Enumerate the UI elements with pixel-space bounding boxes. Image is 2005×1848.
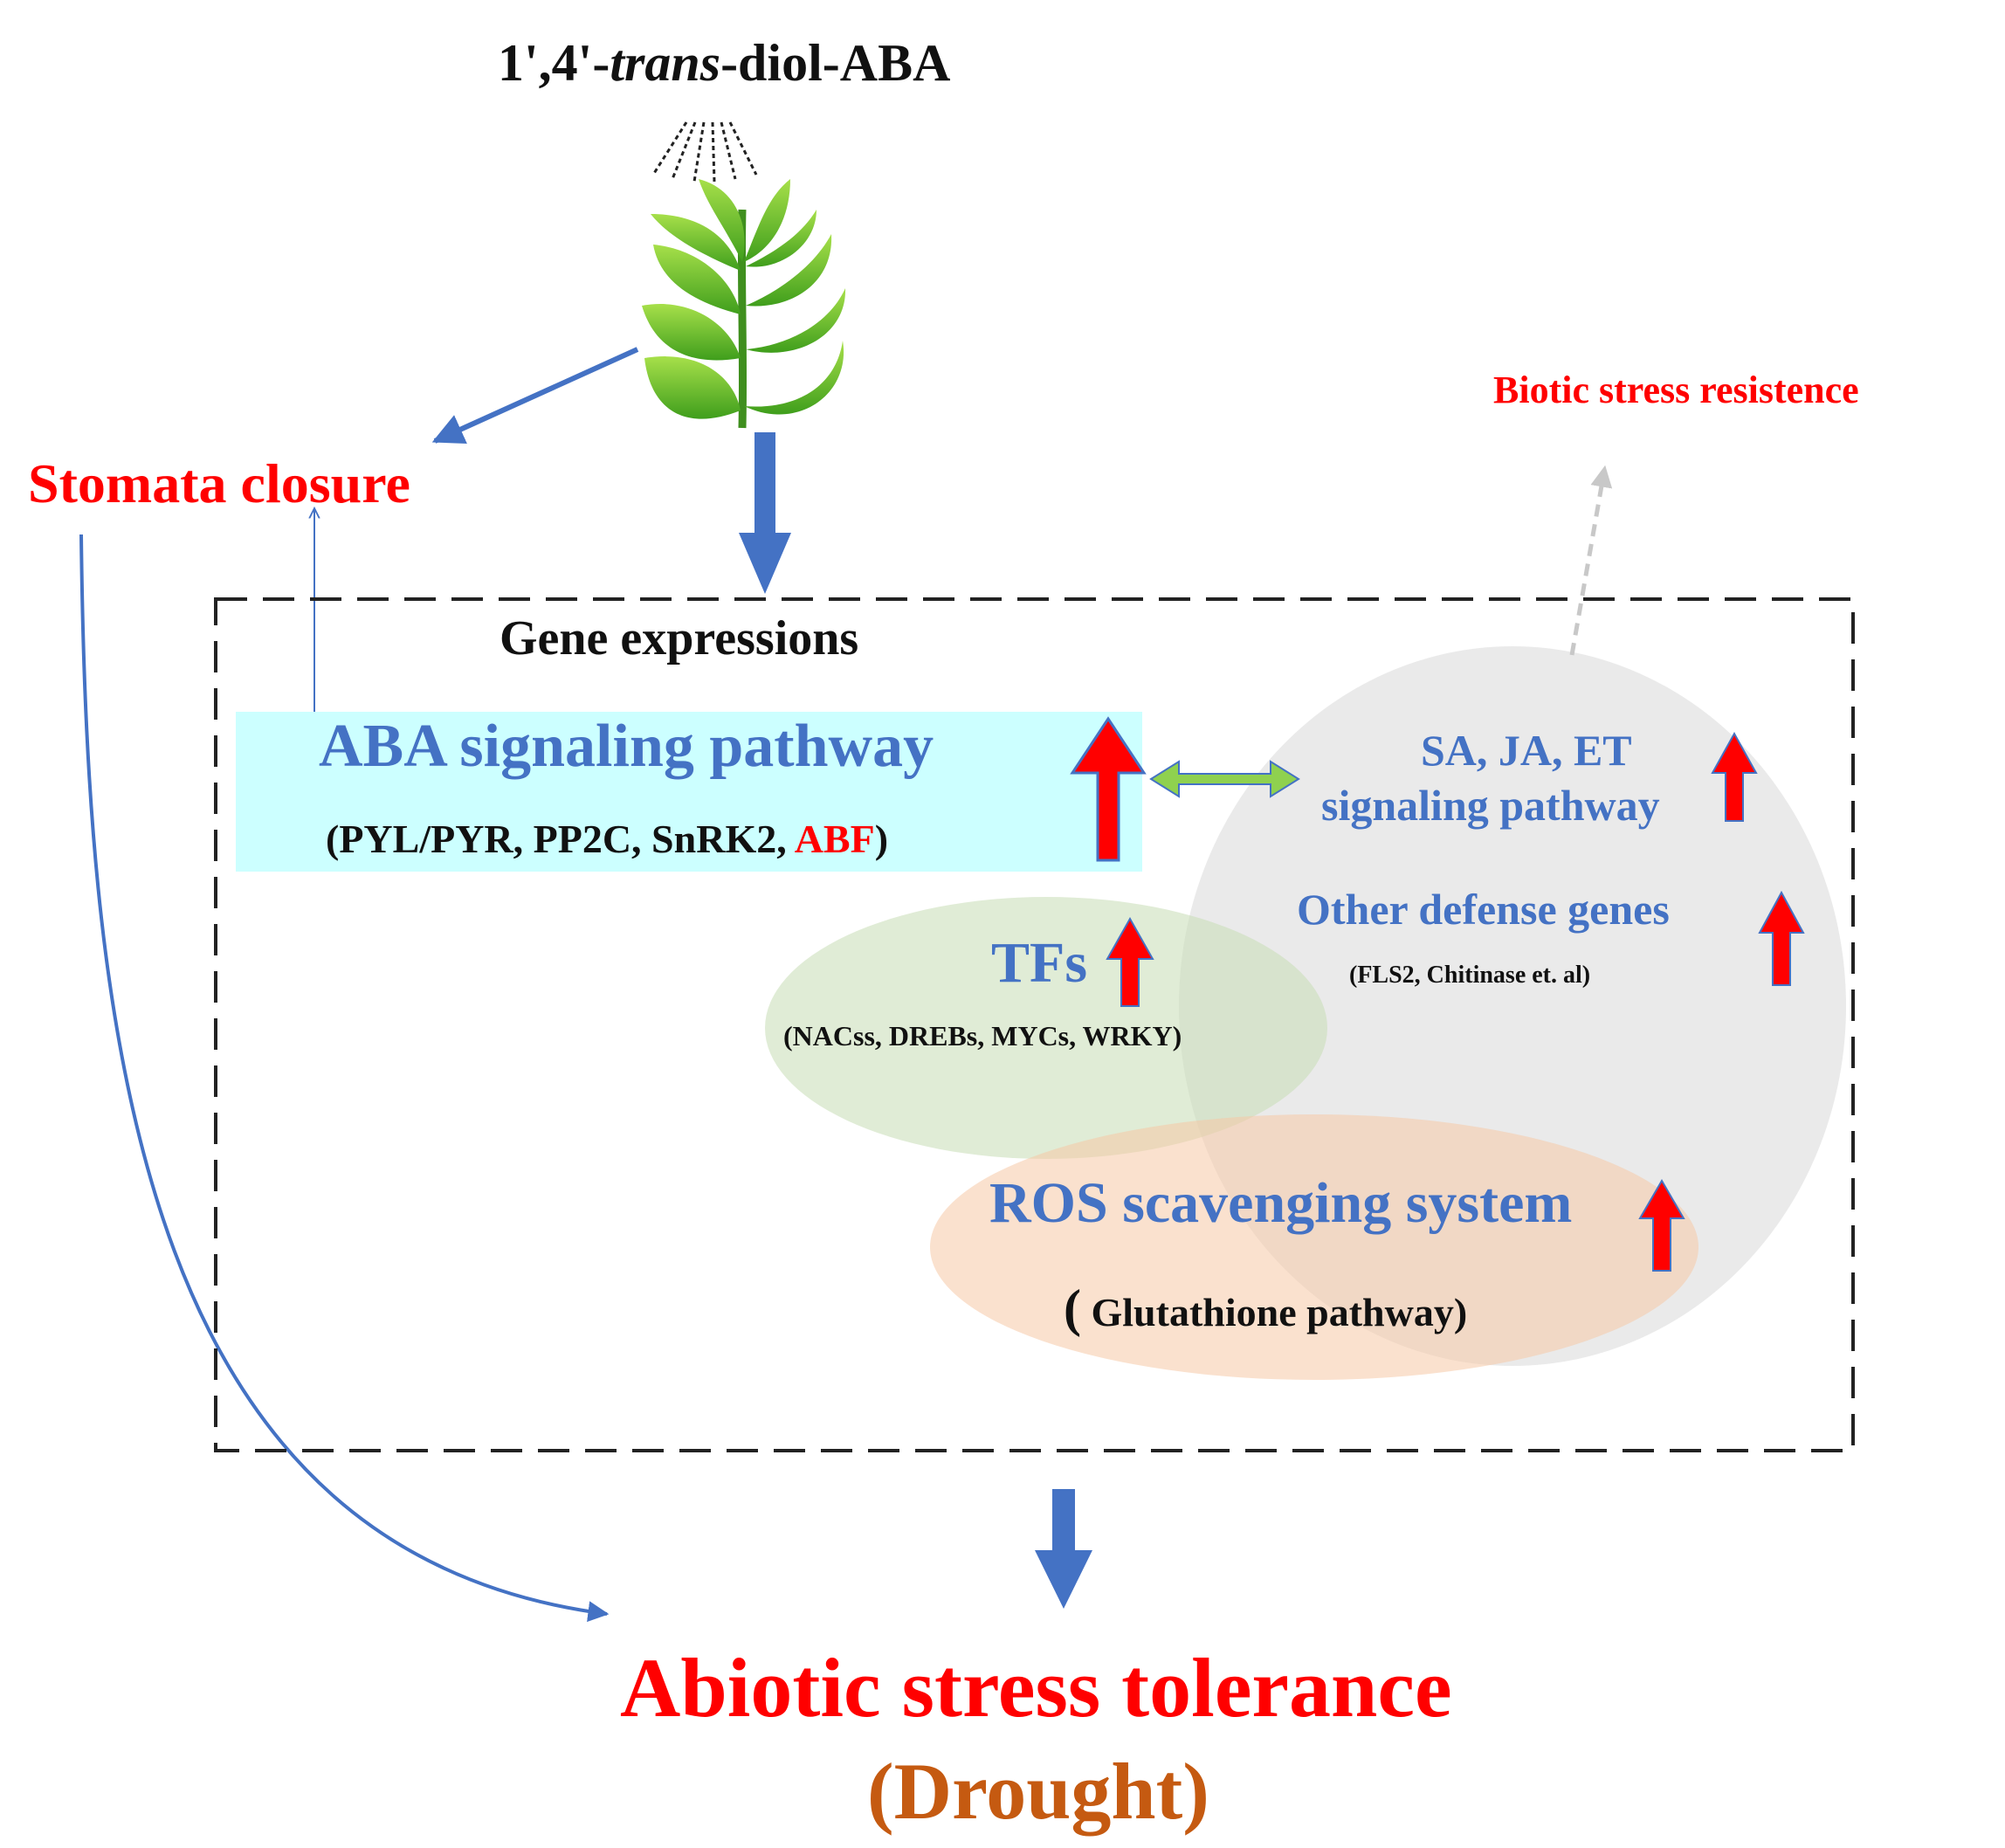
up-arrow-ros: [1638, 1179, 1685, 1272]
arrow-plant-to-genes: [739, 432, 791, 594]
up-arrow-sa-ja-et: [1711, 731, 1758, 822]
ros-title: ROS scavenging system: [989, 1171, 1573, 1235]
gene-expressions-title: Gene expressions: [500, 611, 859, 665]
double-arrow-aba-defense: [1149, 760, 1300, 798]
arrow-to-biotic-stress: [1569, 465, 1613, 656]
tfs-ellipse: [765, 897, 1327, 1159]
up-arrow-aba: [1070, 716, 1147, 862]
aba-pathway-box: [236, 712, 1142, 872]
abf-gene-label: ABF: [794, 817, 875, 861]
biotic-stress-label: Biotic stress resistence: [1493, 369, 1859, 411]
other-defense-genes: (FLS2, Chitinase et. al): [1349, 962, 1591, 989]
stomata-closure-label: Stomata closure: [28, 452, 410, 514]
aba-pathway-genes: (PYL/PYR, PP2C, SnRK2, ABF): [326, 817, 889, 861]
tfs-genes: (NACss, DREBs, MYCs, WRKY): [783, 1020, 1182, 1052]
ros-genes: ( Glutathione pathway): [1064, 1279, 1468, 1337]
abiotic-stress-title: Abiotic stress tolerance: [620, 1641, 1452, 1734]
other-defense-title: Other defense genes: [1297, 885, 1670, 934]
ros-ellipse: [930, 1114, 1698, 1380]
arrow-genes-to-tolerance: [1035, 1489, 1092, 1609]
up-arrow-tfs: [1106, 916, 1154, 1007]
drought-subtitle: (Drought): [867, 1747, 1209, 1836]
arrow-stomata-to-tolerance: [79, 534, 610, 1623]
compound-title: 1',4'-trans-diol-ABA: [498, 34, 951, 92]
arrow-plant-to-stomata: [431, 347, 639, 445]
spray-lines: [651, 121, 758, 183]
up-arrow-other-defense: [1758, 890, 1805, 986]
tfs-title: TFs: [991, 931, 1088, 995]
aba-pathway-title: ABA signaling pathway: [319, 713, 934, 780]
sa-ja-et-title: SA, JA, ET signaling pathway: [1321, 726, 1660, 830]
plant-seedling-icon: [642, 179, 846, 429]
gene-expression-box: [214, 597, 1855, 1452]
